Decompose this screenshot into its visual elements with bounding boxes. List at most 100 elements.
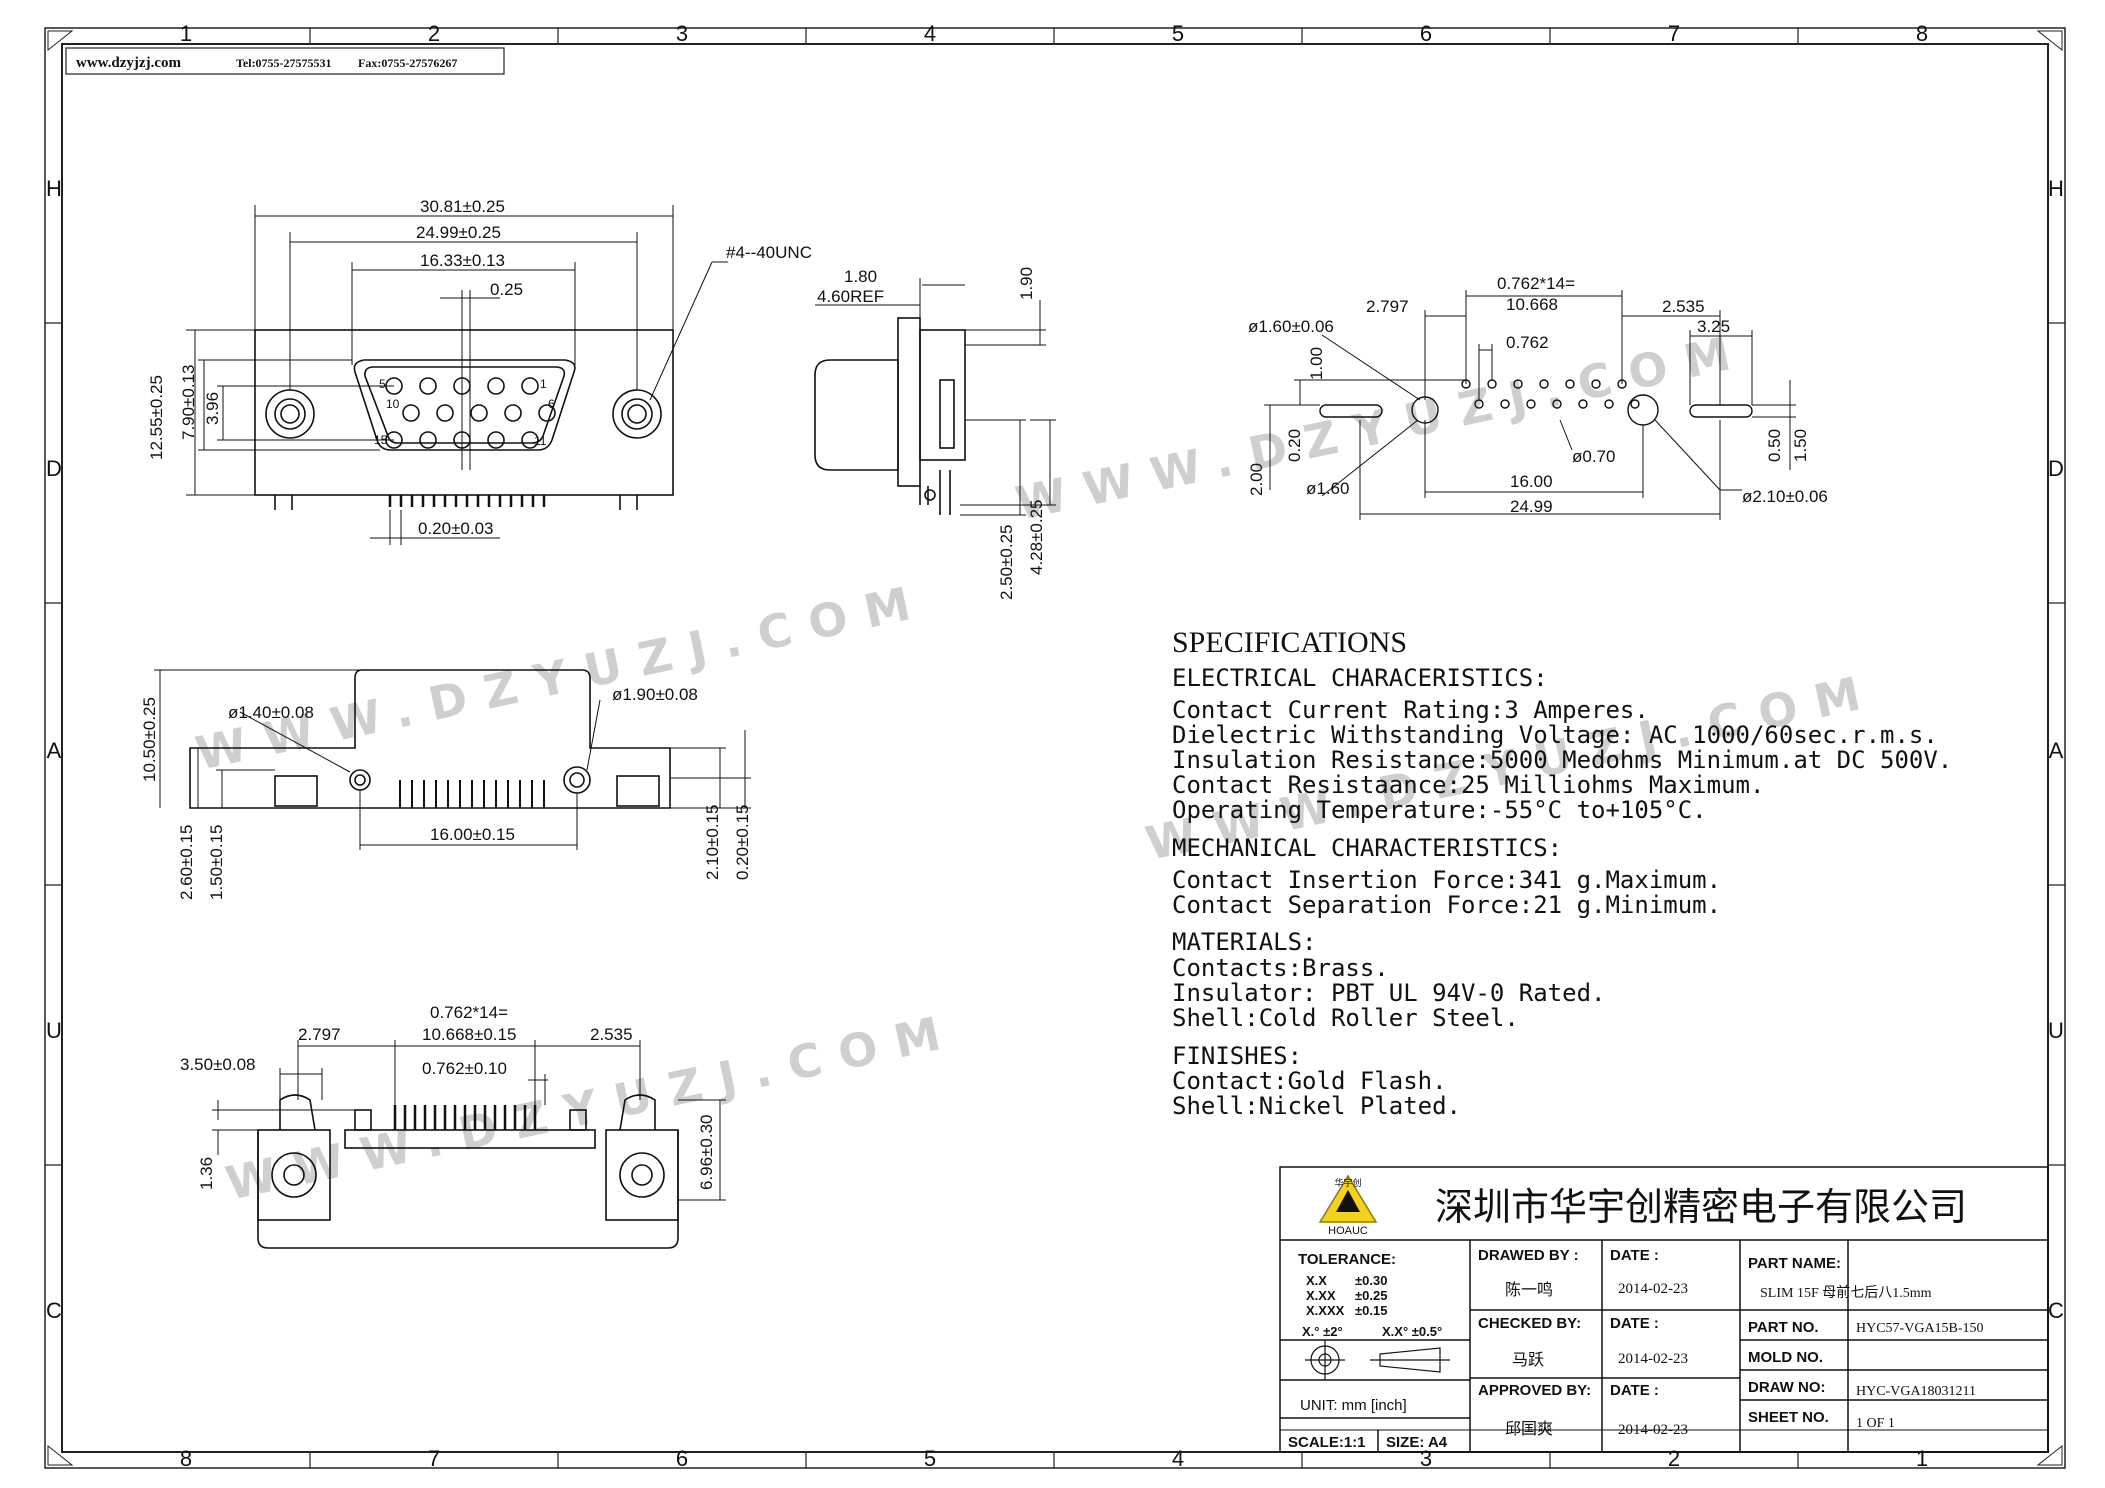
spec-line: Contacts:Brass. <box>1172 954 1389 982</box>
corner-mark <box>47 30 74 52</box>
col-label: 6 <box>1420 21 1432 46</box>
dim-text: 16.33±0.13 <box>420 251 505 270</box>
dim-text: 12.55±0.25 <box>147 375 166 460</box>
dim-text: 2.797 <box>298 1025 341 1044</box>
col-label: 1 <box>1916 1446 1928 1471</box>
row-label: H <box>46 176 62 201</box>
dim-text: ø0.70 <box>1572 447 1615 466</box>
part-name-value: SLIM 15F 母前七后八1.5mm <box>1760 1284 1932 1301</box>
dim-text: #4--40UNC <box>726 243 812 262</box>
footprint-dims <box>1264 290 1796 520</box>
d-sub-shell <box>353 359 576 451</box>
column-ticks <box>45 28 2065 1468</box>
part-name-label: PART NAME: <box>1748 1255 1841 1272</box>
angle-tol: X.° ±2° <box>1302 1324 1343 1339</box>
row-label: H <box>2048 176 2064 201</box>
spec-line: Contact Current Rating:3 Amperes. <box>1172 696 1649 724</box>
col-label: 7 <box>1668 21 1680 46</box>
col-label: 4 <box>924 21 936 46</box>
front-dims <box>186 205 728 545</box>
spec-line: Dielectric Withstanding Voltage: AC 1000… <box>1172 721 1938 749</box>
col-label: 1 <box>180 21 192 46</box>
tol-val: ±0.30 <box>1355 1273 1387 1288</box>
website-text: www.dzyjzj.com <box>76 55 181 71</box>
dim-text: 4.60REF <box>817 287 884 306</box>
company-logo: 华宇创 HOAUC <box>1318 1174 1378 1237</box>
dim-text: 2.535 <box>1662 297 1705 316</box>
dim-text: 1.36 <box>197 1157 216 1190</box>
pin-labels: 5 1 10 6 15 11 <box>374 377 555 448</box>
bottom-left-block <box>274 775 318 807</box>
spec-line: Contact:Gold Flash. <box>1172 1067 1447 1095</box>
top-left-ear <box>257 1129 331 1221</box>
mold-no-label: MOLD NO. <box>1748 1349 1823 1366</box>
dim-text: ø2.10±0.06 <box>1742 487 1828 506</box>
part-no-label: PART NO. <box>1748 1319 1819 1336</box>
col-label: 7 <box>428 1446 440 1471</box>
top-body <box>257 1130 679 1249</box>
side-flange <box>897 317 921 487</box>
pin-label: 1 <box>540 377 547 391</box>
bottom-dims <box>154 669 751 850</box>
dim-text: 1.50 <box>1791 429 1810 462</box>
dim-text: 1.80 <box>844 267 877 286</box>
dim-text: 0.50 <box>1765 429 1784 462</box>
date-value: 2014-02-23 <box>1618 1351 1688 1367</box>
tol-key: X.XX <box>1306 1288 1336 1303</box>
approvals: DRAWED BY : 陈一鸣 CHECKED BY: 马跃 APPROVED … <box>1478 1247 1688 1438</box>
dim-text: 4.28±0.25 <box>1027 499 1046 575</box>
spec-heading: MATERIALS: <box>1172 928 1317 956</box>
angle-tol: X.X° ±0.5° <box>1382 1324 1442 1339</box>
row-label: U <box>2048 1018 2064 1043</box>
dim-text: 1.50±0.15 <box>207 824 226 900</box>
logo-top-text: 华宇创 <box>1334 1177 1361 1188</box>
d-sub-inner <box>364 366 566 444</box>
dim-text: 24.99 <box>1510 497 1553 516</box>
col-label: 5 <box>1172 21 1184 46</box>
approved-by-value: 邱国爽 <box>1505 1420 1553 1438</box>
col-label: 5 <box>924 1446 936 1471</box>
tol-key: X.X <box>1306 1273 1327 1288</box>
row-label: D <box>46 456 62 481</box>
side-dim-text: 1.80 4.60REF 1.90 2.50±0.25 4.28±0.25 <box>817 267 1046 600</box>
footprint-hole-right <box>1627 394 1659 426</box>
col-label: 8 <box>1916 21 1928 46</box>
dim-text: ø1.60 <box>1306 479 1349 498</box>
date-label: DATE : <box>1610 1247 1659 1264</box>
pin-label: 15 <box>374 433 388 447</box>
front-dim-text: 30.81±0.25 24.99±0.25 16.33±0.13 0.25 12… <box>147 197 812 538</box>
scale-text: SCALE:1:1 <box>1288 1434 1366 1451</box>
approved-by-label: APPROVED BY: <box>1478 1382 1591 1399</box>
tolerance-label: TOLERANCE: <box>1298 1251 1396 1268</box>
dim-text: 16.00±0.15 <box>430 825 515 844</box>
dim-text: 30.81±0.25 <box>420 197 505 216</box>
dim-text: 0.762±0.10 <box>422 1059 507 1078</box>
top-dims <box>212 1040 726 1201</box>
top-dim-text: 0.762*14= 10.668±0.15 2.797 2.535 3.50±0… <box>180 1003 716 1190</box>
front-shell-outline <box>254 329 674 496</box>
pcb-footprint <box>1319 379 1753 426</box>
tol-key: X.XXX <box>1306 1303 1345 1318</box>
bottom-dim-text: 10.50±0.25 ø1.40±0.08 ø1.90±0.08 16.00±0… <box>140 685 752 900</box>
spec-line: Shell:Cold Roller Steel. <box>1172 1004 1519 1032</box>
dim-text: 0.20 <box>1285 429 1304 462</box>
col-label: 6 <box>676 1446 688 1471</box>
pin-label: 6 <box>548 397 555 411</box>
outer-border <box>44 27 2066 1469</box>
dim-text: 1.90 <box>1017 267 1036 300</box>
col-label: 8 <box>180 1446 192 1471</box>
dim-text: 2.797 <box>1366 297 1409 316</box>
logo-text: HOAUC <box>1328 1225 1368 1237</box>
sheet-no-label: SHEET NO. <box>1748 1409 1829 1426</box>
dim-text: 3.50±0.08 <box>180 1055 256 1074</box>
corner-mark <box>2036 1444 2063 1466</box>
dim-text: 0.762*14= <box>1497 274 1575 293</box>
col-label: 3 <box>676 21 688 46</box>
part-info: PART NAME: SLIM 15F 母前七后八1.5mm PART NO. … <box>1748 1255 1984 1431</box>
col-label: 2 <box>1668 1446 1680 1471</box>
spec-heading: FINISHES: <box>1172 1042 1302 1070</box>
dim-text: 24.99±0.25 <box>416 223 501 242</box>
footprint-slot-left <box>1319 404 1383 418</box>
side-body <box>919 329 966 461</box>
